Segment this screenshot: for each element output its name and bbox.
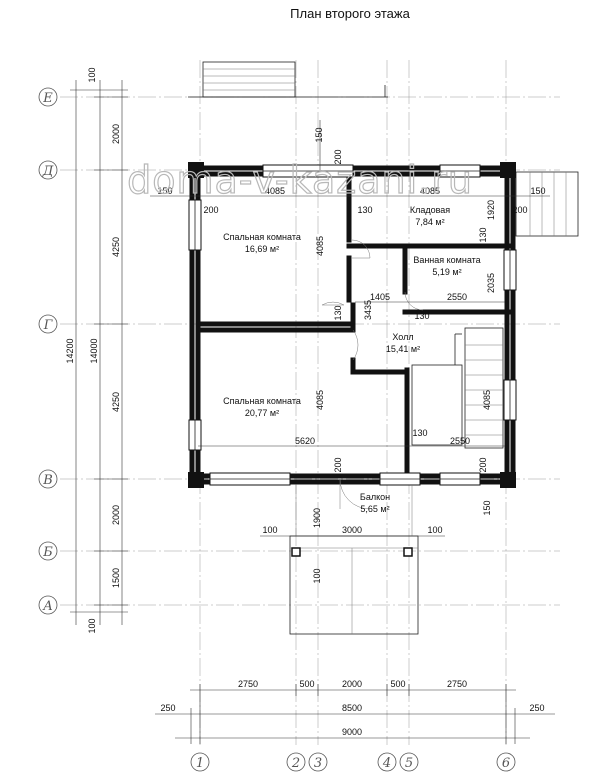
axis-row-V: В — [42, 473, 53, 488]
dim-r1-150-right: 150 — [530, 186, 545, 196]
internal-dimensions: 150 200 150 4085 4085 150 200 130 1920 2… — [150, 120, 550, 584]
bottom-dimensions: 2750 500 2000 500 2750 250 8500 250 9000 — [155, 679, 555, 744]
dim-left-1500: 1500 — [111, 568, 121, 588]
dim-in-4085-v1: 4085 — [315, 236, 325, 256]
dim-in-130-a: 130 — [357, 205, 372, 215]
dim-in-4085-v3: 4085 — [482, 390, 492, 410]
room-hall-area: 15,41 м² — [386, 344, 420, 354]
door-swings — [321, 239, 424, 510]
axis-row-D: Д — [42, 164, 54, 179]
room-bedroom-1-area: 16,69 м² — [245, 244, 279, 254]
dim-r1-4085-left: 4085 — [265, 186, 285, 196]
axis-row-E: Е — [42, 91, 53, 106]
room-pantry-name: Кладовая — [410, 205, 450, 215]
dim-left-100-top: 100 — [87, 67, 97, 82]
axis-col-5: 5 — [405, 756, 413, 771]
dim-in-3435: 3435 — [363, 300, 373, 320]
room-bedroom-2-area: 20,77 м² — [245, 408, 279, 418]
dim-in-200-c: 200 — [333, 457, 343, 472]
dim-in-4085-v2: 4085 — [315, 390, 325, 410]
top-stairs — [188, 61, 388, 98]
dim-top-150: 150 — [314, 127, 324, 142]
dim-bal-1900: 1900 — [312, 508, 322, 528]
room-labels: Спальная комната 16,69 м² Кладовая 7,84 … — [223, 205, 481, 514]
dim-left-4250-b: 4250 — [111, 392, 121, 412]
axis-col-6: 6 — [502, 756, 510, 771]
dim-left-100-bottom: 100 — [87, 618, 97, 633]
dim-in-200-b: 200 — [512, 205, 527, 215]
dim-in-130-e: 130 — [412, 428, 427, 438]
dim-in-130-c: 130 — [333, 305, 343, 320]
axis-col-4: 4 — [382, 756, 391, 771]
dim-in-130-b: 130 — [478, 227, 488, 242]
dim-left-2000-bottom: 2000 — [111, 505, 121, 525]
room-hall-name: Холл — [392, 332, 413, 342]
room-bathroom-area: 5,19 м² — [432, 267, 461, 277]
dim-in-200-d: 200 — [478, 457, 488, 472]
col-axis-bubbles: 1 2 3 4 5 6 — [190, 752, 516, 772]
left-dimensions: 100 2000 4250 4250 2000 1500 100 14000 1… — [65, 67, 128, 634]
room-balcony-area: 5,65 м² — [360, 504, 389, 514]
axis-col-1: 1 — [196, 756, 204, 771]
dim-bottom-2750-left: 2750 — [238, 679, 258, 689]
dim-in-2550-b: 2550 — [450, 436, 470, 446]
dim-r1-150-left: 150 — [157, 186, 172, 196]
axis-row-A: А — [42, 599, 53, 614]
dim-r1-4085-right: 4085 — [420, 186, 440, 196]
plan-title: План второго этажа — [290, 6, 410, 21]
dim-top-200: 200 — [333, 149, 343, 164]
room-bathroom-name: Ванная комната — [413, 255, 480, 265]
axis-row-G: Г — [43, 318, 53, 333]
dim-in-200-a: 200 — [203, 205, 218, 215]
axis-row-B: Б — [42, 545, 53, 560]
dim-bottom-250-right: 250 — [529, 703, 544, 713]
internal-stairs — [411, 327, 504, 449]
dim-in-5620: 5620 — [295, 436, 315, 446]
dim-bal-100-right: 100 — [427, 525, 442, 535]
room-bedroom-1-name: Спальная комната — [223, 232, 301, 242]
row-axis-bubbles: Е Д Г В Б А — [38, 87, 58, 615]
room-pantry-area: 7,84 м² — [415, 217, 444, 227]
dim-in-1405: 1405 — [370, 292, 390, 302]
dim-in-130-d: 130 — [414, 311, 429, 321]
watermark: doma-v-kazani.ru — [127, 158, 473, 202]
dim-in-2550-a: 2550 — [447, 292, 467, 302]
axis-col-2: 2 — [291, 756, 300, 771]
dim-in-2035: 2035 — [486, 273, 496, 293]
dim-bottom-500-right: 500 — [390, 679, 405, 689]
room-bedroom-2-name: Спальная комната — [223, 396, 301, 406]
dim-bottom-9000: 9000 — [342, 727, 362, 737]
dim-bottom-2000: 2000 — [342, 679, 362, 689]
dim-left-4250-a: 4250 — [111, 237, 121, 257]
dim-in-150-b: 150 — [482, 500, 492, 515]
windows — [188, 164, 517, 486]
balcony — [289, 485, 419, 635]
room-balcony-name: Балкон — [360, 492, 390, 502]
dim-bottom-500-left: 500 — [299, 679, 314, 689]
dim-bottom-2750-right: 2750 — [447, 679, 467, 689]
dim-in-1920: 1920 — [486, 200, 496, 220]
dim-left-14200: 14200 — [65, 338, 75, 363]
dim-bottom-250-left: 250 — [160, 703, 175, 713]
dim-left-14000: 14000 — [89, 338, 99, 363]
dim-bal-3000: 3000 — [342, 525, 362, 535]
dim-left-2000-top: 2000 — [111, 124, 121, 144]
axis-col-3: 3 — [314, 756, 322, 771]
right-stairs — [515, 171, 579, 237]
dim-bottom-8500: 8500 — [342, 703, 362, 713]
dim-bal-100-left: 100 — [262, 525, 277, 535]
dim-bal-100-v: 100 — [312, 568, 322, 583]
